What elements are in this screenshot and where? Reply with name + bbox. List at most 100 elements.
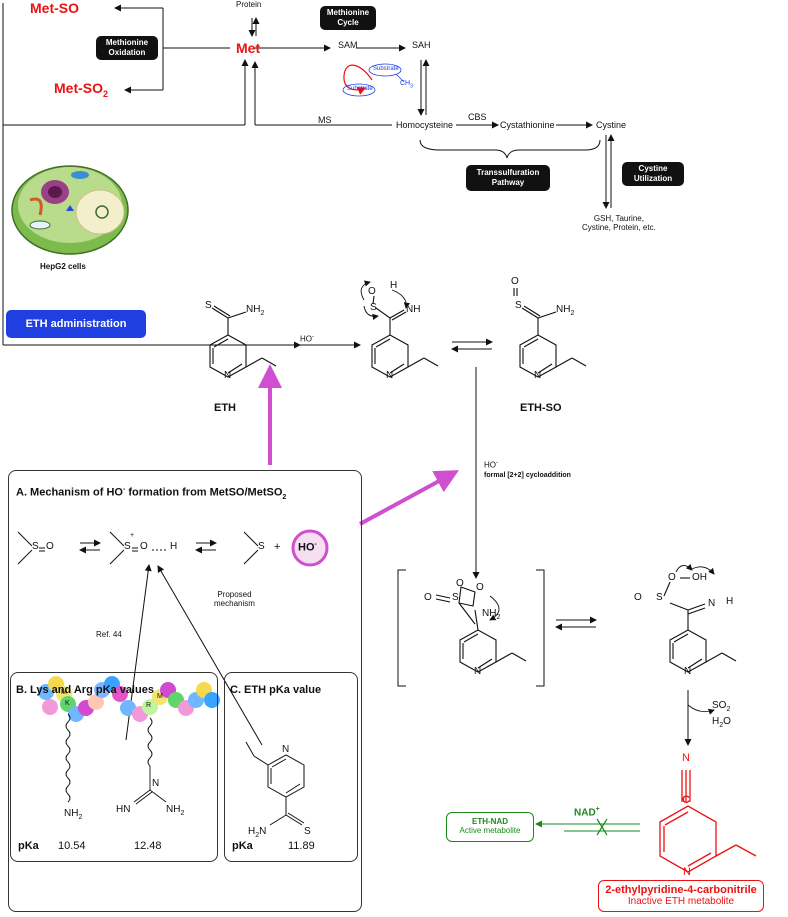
open-s-label: S <box>656 592 663 603</box>
panel-a-h: H <box>170 541 178 552</box>
int-s-label: S <box>370 302 377 313</box>
substrate-label-top: Substrate <box>373 66 399 72</box>
open-ring-n-label: N <box>684 666 692 677</box>
panel-c-title: C. ETH pKa value <box>230 684 322 696</box>
eth-administration-box: ETH administration <box>6 310 146 338</box>
cyc-o3-label: O <box>476 582 484 593</box>
ch3-label: CH3 <box>400 80 413 90</box>
cbs-label: CBS <box>468 112 487 122</box>
panel-c <box>224 672 358 862</box>
cystathionine-label: Cystathionine <box>500 120 555 130</box>
panel-a-title: A. Mechanism of HO- formation from MetSO… <box>16 486 287 501</box>
intermediate-brackets <box>397 569 545 687</box>
eth-so-name: ETH-SO <box>520 402 562 414</box>
hydroxide-ion-circle <box>291 529 329 567</box>
open-intermediate-structure <box>663 577 737 673</box>
open-h-label: H <box>726 596 734 607</box>
panel-a-plus: + <box>274 541 281 553</box>
intermediate-structure <box>371 295 439 378</box>
substrate-label-bottom: Substrate <box>347 86 373 92</box>
panel-b <box>10 672 218 862</box>
panel-a-s-plus: + <box>130 532 135 539</box>
bead-k: K <box>65 700 70 707</box>
open-o-label: O <box>634 592 642 603</box>
met-so-label: Met-SO <box>30 0 79 16</box>
bead-r: R <box>146 702 152 709</box>
substrate-ellipse-bottom <box>342 83 376 97</box>
int-o-label: O <box>368 286 376 297</box>
cyc-s-label: S <box>452 592 459 603</box>
ethso-s-label: S <box>515 300 522 311</box>
transsulfuration-brace <box>419 139 601 159</box>
magenta-arrow-diagonal <box>359 470 460 526</box>
panel-a-ho-minus: HO- <box>298 541 317 554</box>
eth-nh2-label: NH2 <box>246 304 265 317</box>
panel-a-s1: S <box>32 541 39 552</box>
panel-c-n-label: N <box>282 744 290 755</box>
panel-c-s-label: S <box>304 826 311 837</box>
methionine-cycle-lines <box>248 17 615 209</box>
hepg2-cell-illustration <box>11 165 129 255</box>
ho-minus-label-1: HO- <box>300 334 314 344</box>
sah-label: SAH <box>412 40 431 50</box>
h2o-loss-label: H2O <box>712 716 731 729</box>
bead-m2: M <box>157 693 163 700</box>
ethso-n-label: N <box>534 370 542 381</box>
cystine-label: Cystine <box>596 120 627 130</box>
lys-nh2-label: NH2 <box>64 808 83 821</box>
ref-44-label: Ref. 44 <box>96 630 122 639</box>
eth-so-structure <box>513 288 587 378</box>
sam-label: SAM <box>338 40 358 50</box>
panel-a-s2: S <box>124 541 131 552</box>
int-nh-label: NH <box>406 304 421 315</box>
ethso-nh2-label: NH2 <box>556 304 575 317</box>
ho-minus-label-2: HO- <box>484 460 498 470</box>
bead-m1: M <box>61 689 67 696</box>
homocysteine-label: Homocysteine <box>396 120 454 130</box>
product-name-box: 2-ethylpyridine-4-carbonitrile Inactive … <box>598 880 764 912</box>
cyc-o2-label: O <box>456 578 464 589</box>
cyc-o-label: O <box>424 592 432 603</box>
met-oxidation-lines <box>2 3 301 349</box>
nitrile-product-structure <box>659 770 757 873</box>
arg-nh2-label: NH2 <box>166 804 185 817</box>
nad-plus-label: NAD+ <box>574 806 600 819</box>
arg-pka-value: 12.48 <box>134 840 162 852</box>
open-oh-label: OH <box>692 572 707 583</box>
methylation-curved-arrow <box>343 64 373 95</box>
eth-name: ETH <box>214 402 236 414</box>
met-label: Met <box>236 40 261 56</box>
eth-nad-box: ETH-NAD Active metabolite <box>446 812 534 842</box>
panel-c-h2n-label: H2N <box>248 826 267 839</box>
lys-pka-value: 10.54 <box>58 840 86 852</box>
panel-b-title: B. Lys and Arg pKa values <box>16 684 154 696</box>
hepg2-label: HepG2 cells <box>40 262 86 271</box>
product-n-label: N <box>683 866 691 878</box>
arg-hn-label: HN <box>116 804 131 815</box>
so2-loss-label: SO2 <box>712 700 731 713</box>
arg-n-label: N <box>152 778 160 789</box>
eth-structure <box>209 305 277 378</box>
panel-a <box>8 470 362 912</box>
nitrile-c-label: C <box>682 794 690 806</box>
cyc-n-label: N <box>474 666 482 677</box>
panel-c-structure <box>245 741 305 826</box>
cycloaddition-label: formal [2+2] cycloaddition <box>484 472 571 479</box>
ethso-o-label: O <box>511 276 519 287</box>
nitrile-n-label: N <box>682 752 690 764</box>
int-h-label: H <box>390 280 398 291</box>
side-chains <box>65 713 167 805</box>
eth-n-label: N <box>224 370 232 381</box>
peptide-beads <box>38 676 220 722</box>
cyc-nh2-label: NH2 <box>482 608 501 621</box>
open-o2-label: O <box>668 572 676 583</box>
eth-pka-value: 11.89 <box>288 840 315 852</box>
panel-b-pka: pKa <box>18 840 39 852</box>
ms-label: MS <box>318 115 332 125</box>
